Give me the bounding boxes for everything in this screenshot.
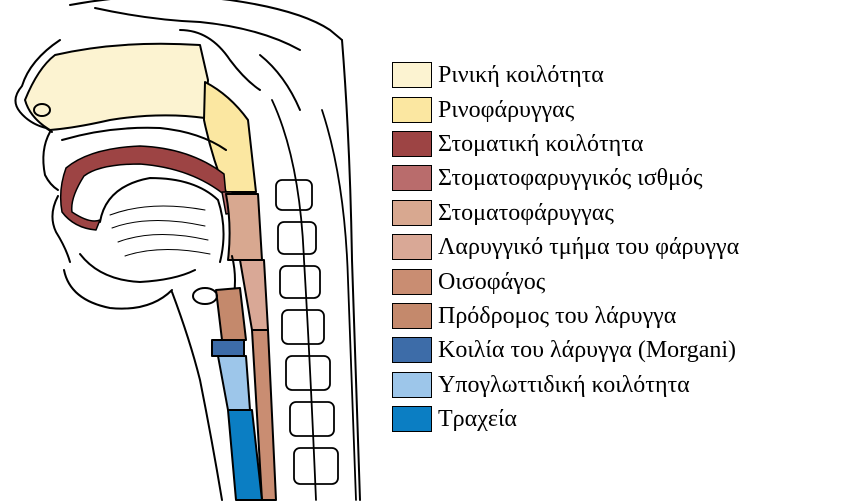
- legend-item-oropharynx: Στοματοφάρυγγας: [392, 196, 844, 230]
- esophagus-region: [251, 329, 277, 501]
- back-neck-outline: [341, 39, 361, 501]
- nasal-cavity-region: [24, 42, 209, 131]
- legend-label-oropharynx: Στοματοφάρυγγας: [438, 199, 614, 226]
- legend-swatch-laryngopharynx: [392, 234, 432, 261]
- lower-lip: [51, 195, 71, 263]
- infraglottic-cavity-region: [217, 355, 251, 411]
- upper-lip: [42, 131, 59, 191]
- legend-swatch-oropharynx: [392, 199, 432, 226]
- skull-base-line: [94, 7, 301, 51]
- occipital-detail: [259, 54, 301, 111]
- skull-outline: [69, 0, 343, 41]
- legend-swatch-nasopharynx: [392, 96, 432, 123]
- head-neck-sagittal-diagram: [14, 0, 361, 501]
- legend-label-oropharyngeal-isthmus: Στοματοφαρυγγικός ισθμός: [438, 165, 703, 192]
- legend-swatch-oral-cavity: [392, 130, 432, 157]
- laryngeal-ventricle-region: [211, 339, 245, 357]
- legend-swatch-nasal-cavity: [392, 62, 432, 89]
- nostril: [33, 103, 51, 117]
- laryngeal-vestibule-region: [215, 287, 247, 341]
- hyoid-bone: [192, 287, 218, 305]
- legend-item-laryngopharynx: Λαρυγγικό τμήμα του φάρυγγα: [392, 230, 844, 264]
- legend-label-laryngeal-ventricle: Κοιλία του λάρυγγα (Morgani): [438, 337, 737, 364]
- legend-swatch-infraglottic-cavity: [392, 371, 432, 398]
- legend-item-infraglottic-cavity: Υπογλωττιδική κοιλότητα: [392, 368, 844, 402]
- legend-swatch-laryngeal-vestibule: [392, 302, 432, 329]
- oropharynx-region: [225, 193, 263, 261]
- legend-swatch-laryngeal-ventricle: [392, 337, 432, 364]
- legend-label-nasopharynx: Ρινοφάρυγγας: [438, 96, 575, 123]
- nose-outline: [14, 39, 61, 133]
- legend-item-nasal-cavity: Ρινική κοιλότητα: [392, 58, 844, 92]
- legend-swatch-esophagus: [392, 268, 432, 295]
- legend-label-laryngeal-vestibule: Πρόδρομος του λάρυγγα: [438, 302, 677, 329]
- oral-cavity-region: [59, 145, 227, 231]
- cervical-vertebrae: [271, 99, 357, 501]
- tongue-outline: [99, 177, 225, 263]
- legend-label-oral-cavity: Στοματική κοιλότητα: [438, 130, 644, 157]
- sphenoid-detail: [179, 29, 261, 91]
- hard-palate: [61, 126, 227, 151]
- legend-item-laryngeal-ventricle: Κοιλία του λάρυγγα (Morgani): [392, 333, 844, 367]
- tongue-fibers: [109, 205, 211, 257]
- legend-item-laryngeal-vestibule: Πρόδρομος του λάρυγγα: [392, 299, 844, 333]
- chin-outline: [63, 269, 173, 310]
- legend-swatch-trachea: [392, 406, 432, 433]
- legend-item-nasopharynx: Ρινοφάρυγγας: [392, 92, 844, 126]
- legend-label-laryngopharynx: Λαρυγγικό τμήμα του φάρυγγα: [438, 234, 740, 261]
- legend-item-oropharyngeal-isthmus: Στοματοφαρυγγικός ισθμός: [392, 161, 844, 195]
- legend-swatch-oropharyngeal-isthmus: [392, 165, 432, 192]
- trachea-region: [227, 409, 263, 501]
- legend-label-infraglottic-cavity: Υπογλωττιδική κοιλότητα: [438, 371, 690, 398]
- legend-item-oral-cavity: Στοματική κοιλότητα: [392, 127, 844, 161]
- legend-item-trachea: Τραχεία: [392, 402, 844, 436]
- legend-label-trachea: Τραχεία: [438, 406, 517, 433]
- mandible: [79, 253, 196, 283]
- front-neck-outline: [171, 291, 223, 501]
- legend-item-esophagus: Οισοφάγος: [392, 264, 844, 298]
- legend-label-esophagus: Οισοφάγος: [438, 268, 546, 295]
- legend-label-nasal-cavity: Ρινική κοιλότητα: [438, 62, 604, 89]
